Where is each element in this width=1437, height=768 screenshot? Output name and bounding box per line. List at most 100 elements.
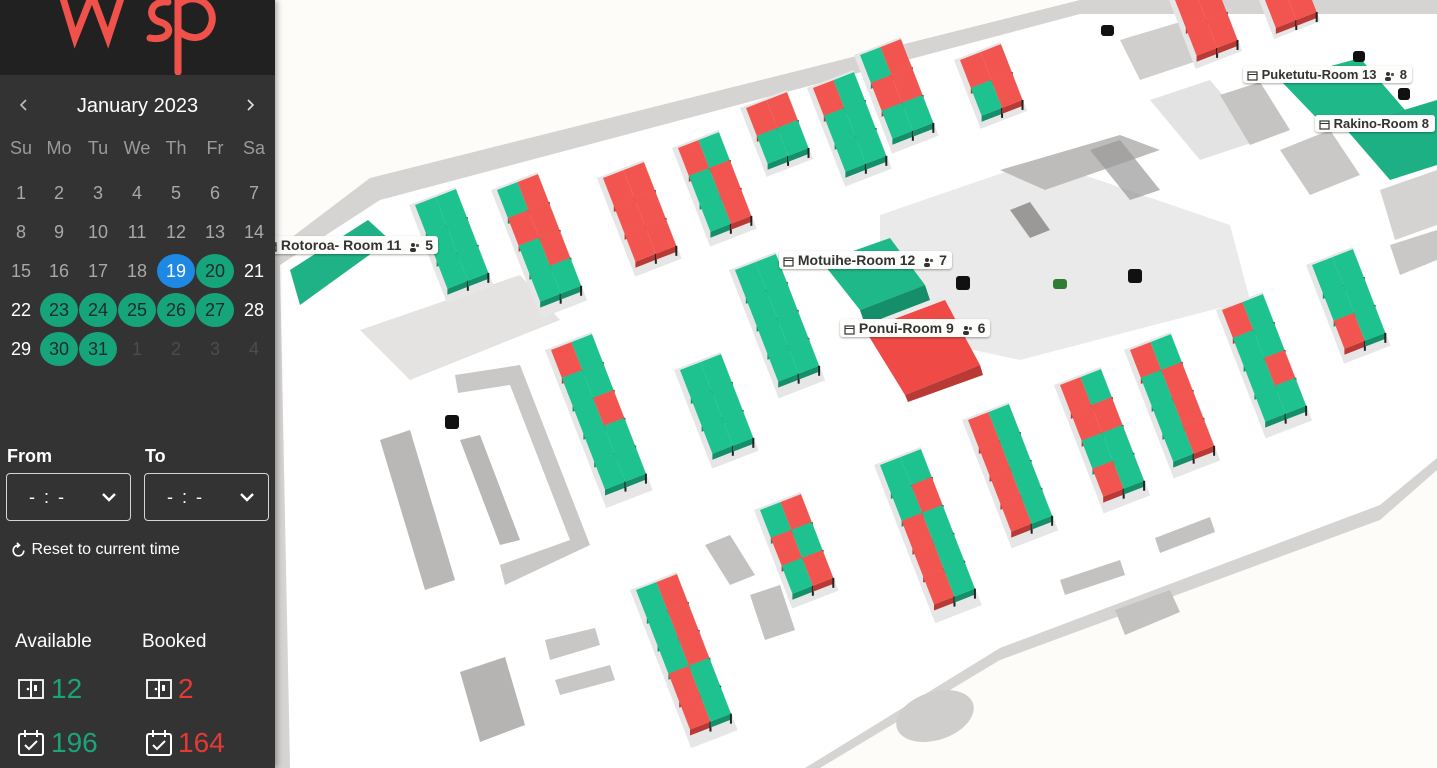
desk-booked[interactable] [613,197,646,234]
desk-booked[interactable] [1182,417,1215,454]
calendar-day[interactable]: 10 [87,222,109,242]
desk-available[interactable] [699,195,731,232]
calendar-day[interactable]: 19 [157,254,195,288]
desk-booked[interactable] [709,160,741,196]
desk-booked[interactable] [1206,12,1238,48]
desk-booked[interactable] [1161,362,1193,398]
desk-available[interactable] [1274,377,1307,414]
desk-available[interactable] [529,265,561,302]
desk-booked[interactable] [668,665,700,702]
desk-booked[interactable] [1285,0,1317,20]
desk-booked[interactable] [656,574,688,610]
desk-available[interactable] [932,532,965,569]
room-label-motuihe[interactable]: Motuihe-Room 12 7 [779,251,952,269]
desk-available[interactable] [572,397,604,434]
desk-available[interactable] [549,257,582,294]
desk-available[interactable] [1343,277,1375,313]
desk-booked[interactable] [623,162,655,198]
desk-available[interactable] [701,417,733,454]
room-label-rotoroa[interactable]: Rotoroa- Room 11 5 [262,236,439,254]
calendar-day[interactable]: 2 [53,183,64,203]
desk-available[interactable] [646,609,679,646]
desk-available[interactable] [735,262,767,298]
room-label-ponui[interactable]: Ponui-Room 9 6 [840,319,991,337]
desk-available[interactable] [902,94,934,131]
desk-available[interactable] [970,79,1003,116]
desk-available[interactable] [834,135,866,172]
desk-available[interactable] [446,217,478,253]
desk-booked[interactable] [1185,19,1218,56]
desk-available[interactable] [766,282,798,318]
calendar-day[interactable]: 31 [79,332,117,366]
desk-booked[interactable] [1172,389,1204,426]
desk-available[interactable] [688,657,721,694]
desk-booked[interactable] [891,67,923,103]
desk-booked[interactable] [1222,302,1254,338]
desk-available[interactable] [833,72,865,108]
desk-available[interactable] [1242,294,1274,330]
desk-available[interactable] [1232,329,1265,366]
desk-available[interactable] [791,522,823,558]
desk-booked[interactable] [1195,0,1227,20]
desk-available[interactable] [711,382,743,418]
desk-available[interactable] [1322,284,1355,321]
desk-available[interactable] [767,345,799,382]
desk-available[interactable] [603,417,636,454]
to-time-select[interactable]: - : - [144,473,269,521]
desk-booked[interactable] [870,74,903,111]
desk-booked[interactable] [912,540,944,577]
desk-available[interactable] [1253,322,1285,358]
desk-booked[interactable] [539,229,571,266]
desk-available[interactable] [943,560,975,597]
desk-booked[interactable] [1265,0,1297,28]
desk-available[interactable] [855,127,887,164]
calendar-day[interactable]: 4 [131,183,142,203]
desk-booked[interactable] [989,467,1021,504]
desk-available[interactable] [1010,459,1042,496]
calendar-day[interactable]: 25 [118,293,156,327]
desk-booked[interactable] [1070,404,1103,441]
desk-booked[interactable] [507,209,540,246]
calendar-day[interactable]: 14 [243,222,265,242]
desk-available[interactable] [922,504,954,541]
calendar-day[interactable]: 12 [165,222,187,242]
desk-booked[interactable] [980,44,1012,80]
calendar-day[interactable]: 6 [209,183,220,203]
room-label-puketutu[interactable]: Puketutu-Room 13 8 [1243,66,1412,83]
desk-booked[interactable] [603,170,635,206]
desk-available[interactable] [518,237,550,274]
calendar-day[interactable]: 16 [48,261,70,281]
desk-booked[interactable] [911,477,943,513]
calendar-day[interactable]: 1 [15,183,26,203]
desk-available[interactable] [722,409,754,446]
desk-available[interactable] [1312,257,1344,293]
calendar-day[interactable]: 9 [53,222,64,242]
desk-available[interactable] [860,47,892,83]
desk-available[interactable] [636,582,668,618]
desk-available[interactable] [698,132,730,168]
calendar-day[interactable]: 30 [40,332,78,366]
desk-available[interactable] [457,244,489,281]
desk-available[interactable] [1020,487,1053,524]
room-label-rakino[interactable]: Rakino-Room 8 [1315,115,1435,132]
calendar-day[interactable]: 13 [204,222,226,242]
next-month-button[interactable] [235,92,265,120]
desk-available[interactable] [1151,397,1183,434]
desk-booked[interactable] [679,693,711,730]
desk-available[interactable] [583,425,615,462]
desk-booked[interactable] [780,494,812,530]
calendar-day[interactable]: 27 [196,293,234,327]
desk-booked[interactable] [770,529,803,566]
desk-booked[interactable] [746,100,778,136]
desk-available[interactable] [745,289,778,326]
desk-booked[interactable] [978,439,1011,476]
desk-booked[interactable] [624,225,656,262]
desk-available[interactable] [435,189,467,225]
calendar-day[interactable]: 22 [10,300,32,320]
desk-available[interactable] [1162,425,1194,462]
desk-booked[interactable] [678,629,710,666]
desk-available[interactable] [756,127,789,164]
calendar-day[interactable]: 11 [127,222,147,242]
desk-available[interactable] [781,557,813,594]
desk-available[interactable] [699,685,731,722]
